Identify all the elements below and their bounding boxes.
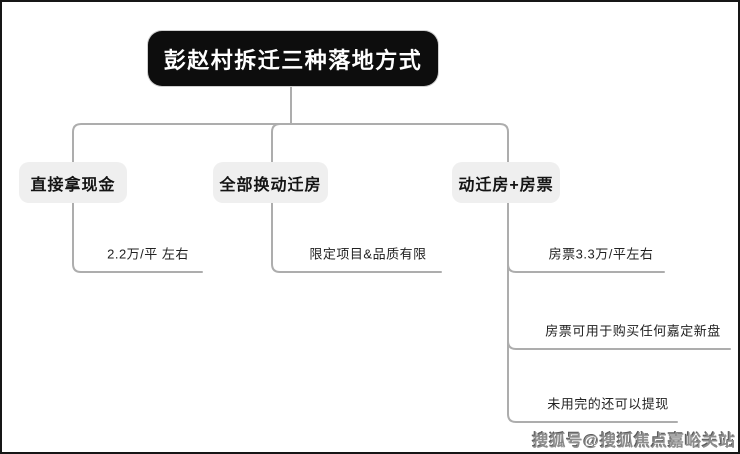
connector-rail [72, 123, 509, 163]
branch-topic-housing-plus-ticket[interactable]: 动迁房+房票 [452, 162, 560, 203]
leaf-topic-cash-price[interactable]: 2.2万/平 左右 [107, 246, 189, 262]
connector-middle-drop [271, 123, 281, 163]
connector-branch2-leaf [271, 202, 442, 273]
branch-topic-cash[interactable]: 直接拿现金 [19, 162, 127, 203]
connector-branch3-leaf1 [507, 263, 665, 273]
watermark: 搜狐号@搜狐焦点嘉峪关站 [532, 433, 736, 450]
leaf-topic-ticket-usage[interactable]: 房票可用于购买任何嘉定新盘 [545, 323, 721, 339]
branch-topic-relocation-housing[interactable]: 全部换动迁房 [213, 162, 328, 203]
connector-branch3-leaf2 [507, 340, 731, 350]
leaf-topic-ticket-cashout[interactable]: 未用完的还可以提现 [547, 396, 669, 412]
leaf-topic-limited-projects[interactable]: 限定项目&品质有限 [309, 246, 427, 262]
root-topic[interactable]: 彭赵村拆迁三种落地方式 [148, 31, 438, 86]
leaf-topic-ticket-price[interactable]: 房票3.3万/平左右 [548, 246, 654, 262]
connector-branch1-leaf [72, 202, 203, 273]
connector-branch3-leaf3 [507, 413, 678, 423]
